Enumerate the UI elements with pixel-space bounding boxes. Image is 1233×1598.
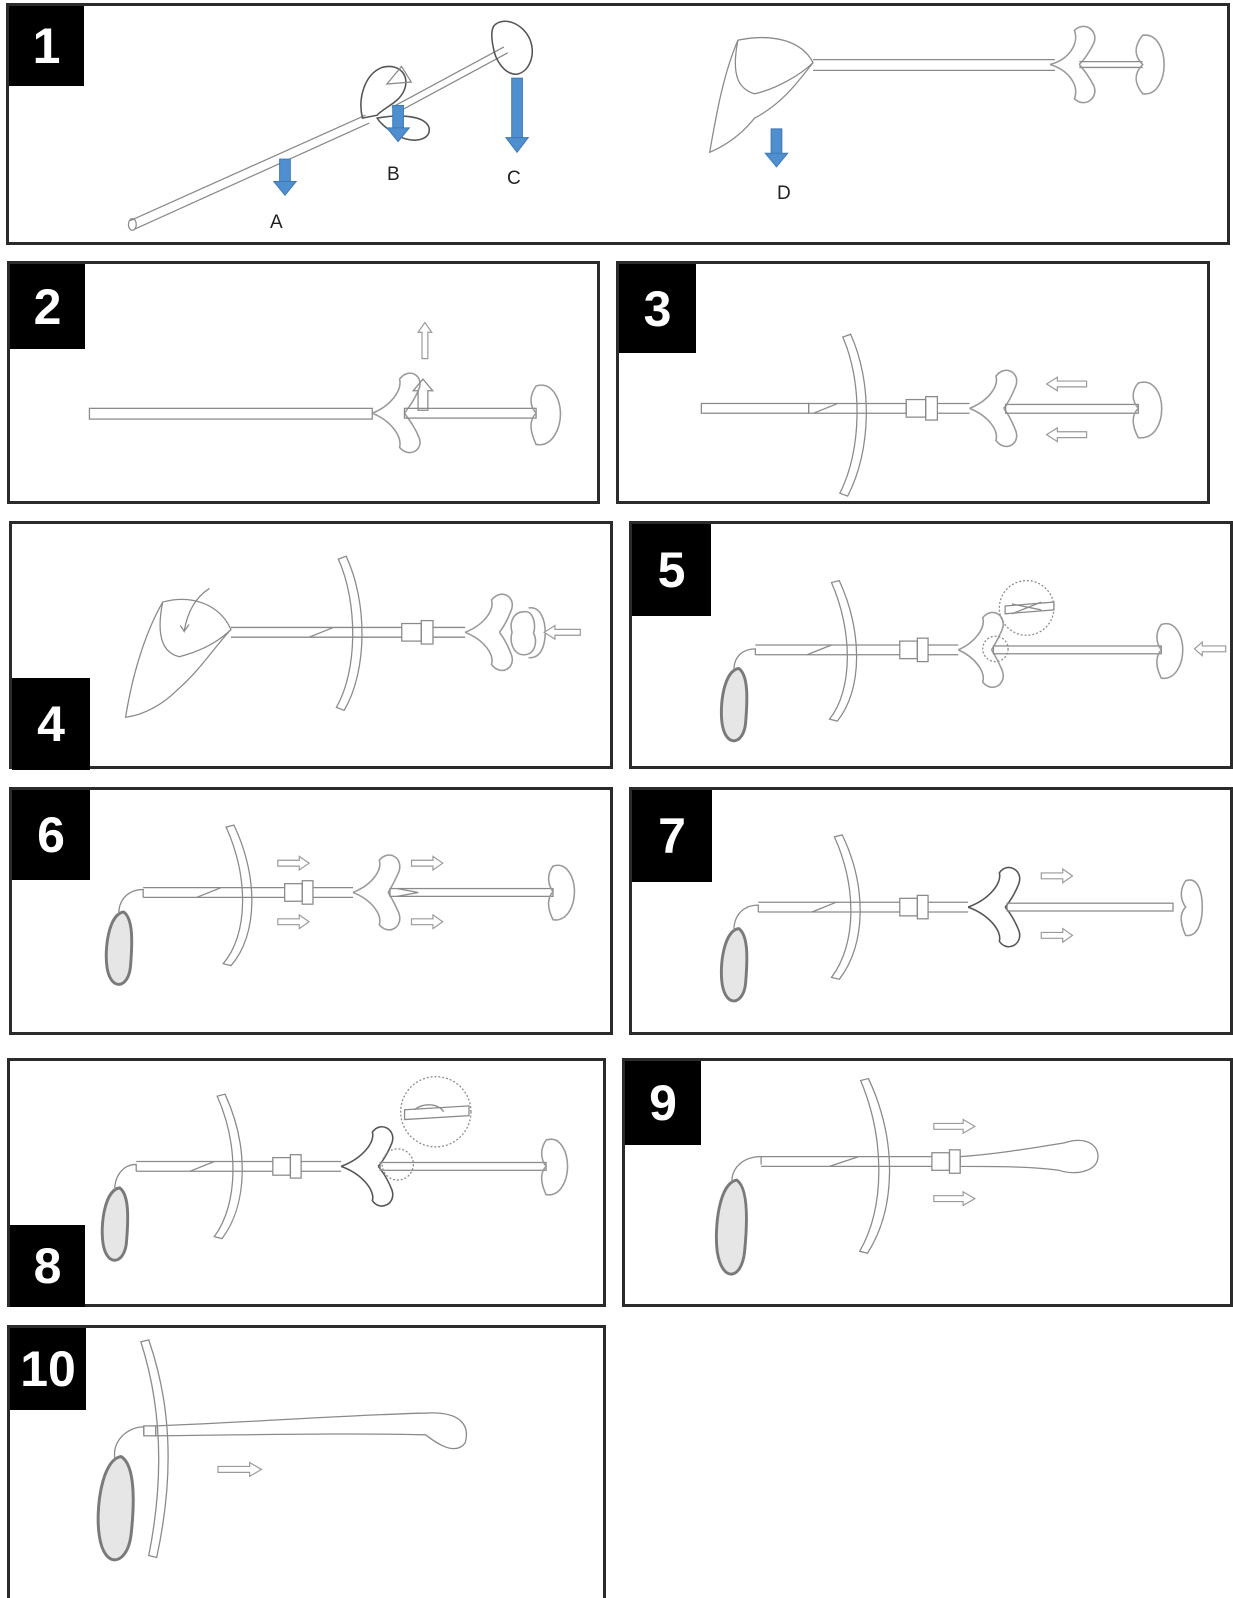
device-shaft-right [813,59,1055,71]
abdominal-wall [828,579,858,722]
specimen-bag-closed [96,1455,135,1562]
right-arrow-icon [277,913,311,930]
device-shaft [230,619,466,645]
step-2-panel: 2 [7,261,600,504]
extended-sleeve [155,1412,467,1450]
step-number-badge: 5 [632,524,711,616]
callout-label-a: A [270,212,283,233]
right-arrow-icon [217,1461,263,1478]
device-shaft [758,894,969,920]
callout-arrow-a [272,158,298,196]
tether-line [733,904,759,931]
thumb-ring [491,20,533,76]
step-number-badge: 4 [12,678,90,770]
device-shaft [88,407,373,420]
plunger-up-arrow [411,378,435,411]
specimen-bag-open [708,37,814,154]
abdominal-wall [140,1339,169,1559]
tether-line [118,888,144,914]
callout-label-c: C [507,168,521,189]
specimen-bag-closed [104,910,134,986]
left-arrow-icon [543,624,581,641]
step-8-panel: 8 [7,1058,606,1307]
step-5-panel: 5 [629,521,1233,769]
specimen-bag-closed [719,666,749,743]
step-7-panel: 7 [629,787,1233,1035]
right-arrow-icon [933,1118,976,1135]
device-shaft [700,396,970,421]
specimen-bag-closed [100,1186,130,1262]
step-number-badge: 2 [10,264,85,349]
specimen-bag-closed [714,1178,748,1276]
left-arrow-icon [1045,376,1088,392]
callout-arrow-d [764,128,789,168]
magnified-detail-circle [381,1075,472,1181]
abdominal-wall [838,333,867,497]
specimen-bag-closed [719,927,749,1003]
abdominal-wall [335,555,363,712]
left-arrow-icon [1045,426,1088,443]
right-arrow-icon [1040,867,1074,884]
tether-line [733,648,756,671]
step-10-panel: 10 [7,1325,606,1598]
curved-arrow [179,587,210,634]
right-arrow-icon [933,1190,976,1207]
device-handle-right [1049,25,1165,104]
abdominal-wall [830,834,861,981]
device-shaft [143,1425,157,1437]
device-shaft [136,1154,342,1179]
abdominal-wall [222,824,253,967]
device-handle [464,593,546,672]
device-exploded-illustration [127,20,1165,231]
step-number-badge: 6 [12,790,90,880]
left-arrow-icon [1193,640,1227,658]
step-number-badge: 9 [625,1061,701,1145]
device-handle [958,611,1184,688]
step-number-badge: 3 [619,264,696,353]
step-number-badge: 8 [10,1225,85,1307]
right-arrow-icon [277,855,311,872]
step-1-panel: 1 [6,3,1230,245]
callout-arrow-c [504,77,530,154]
plunger-rod [391,46,509,114]
deflated-sleeve [959,1139,1099,1174]
abdominal-wall [213,1093,243,1240]
abdominal-wall [858,1077,891,1254]
callout-label-b: B [387,164,400,185]
right-arrow-icon [1040,927,1074,944]
step-3-panel: 3 [616,261,1210,504]
step-number-badge: 1 [9,6,84,86]
step-number-badge: 7 [632,790,712,882]
device-handle [969,369,1163,448]
magnified-detail-circle [982,579,1055,663]
device-handle [352,854,576,931]
right-arrow-icon [410,913,444,930]
device-handle [967,866,1204,948]
tether-line [114,1163,137,1190]
device-handle [371,372,562,454]
step-number-badge: 10 [10,1328,86,1410]
device-handle [340,1126,569,1207]
device-shaft [143,880,353,905]
device-shaft [761,1149,961,1174]
step-9-panel: 9 [622,1058,1233,1307]
shaft-tube [127,114,370,231]
callout-arrow-b [385,104,411,143]
step-6-panel: 6 [9,787,613,1035]
callout-label-d: D [777,183,791,204]
tether-line [113,1426,145,1460]
specimen-bag-open [124,598,232,718]
handle-grip [360,65,430,141]
tether-line [731,1156,762,1183]
up-arrow-icon [416,321,433,360]
device-shaft [755,637,959,663]
step-4-panel: 4 [9,521,613,770]
right-arrow-icon [410,855,444,872]
